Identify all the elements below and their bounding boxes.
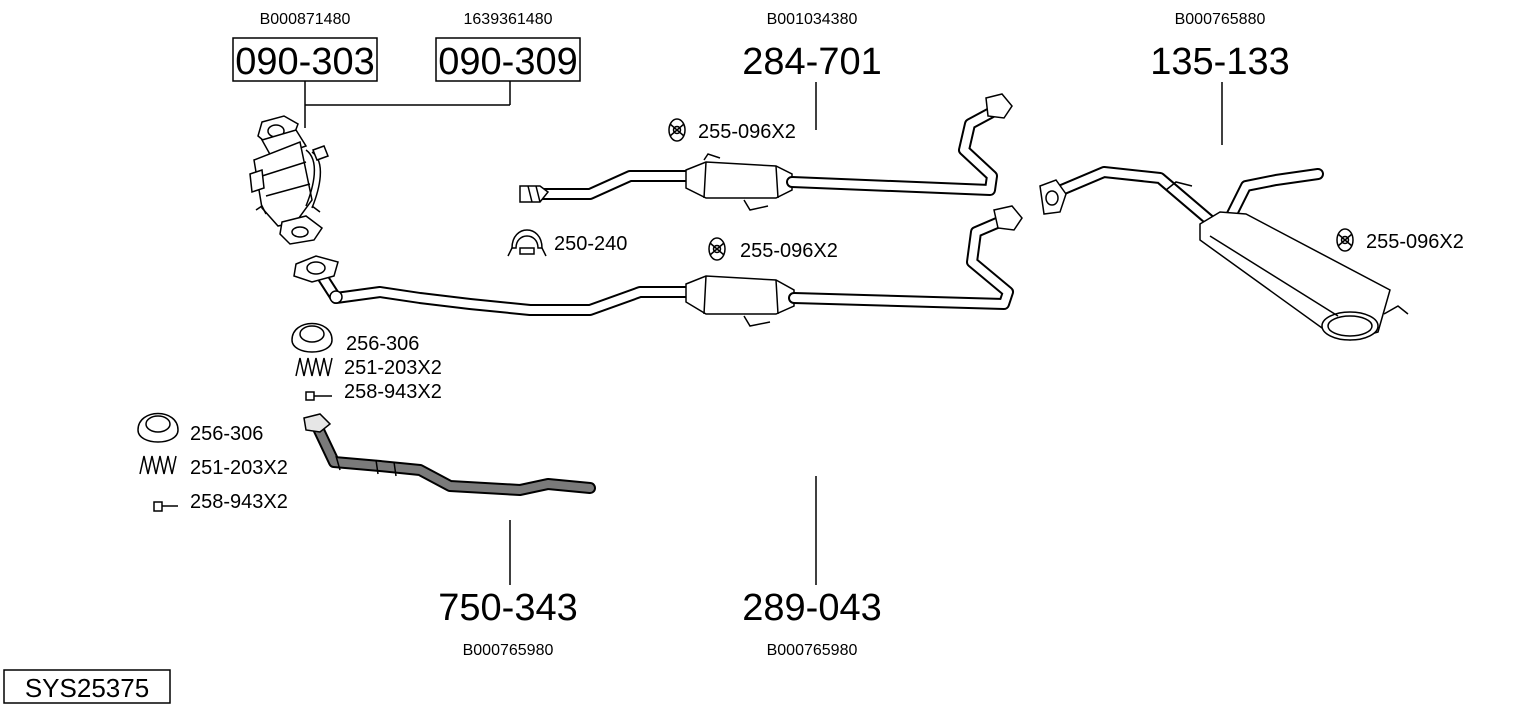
part-number-750-343[interactable]: 750-343 [438,587,577,629]
pipe-clamp-icon[interactable] [507,229,547,257]
ref-284-701: B001034380 [767,11,858,28]
bolt-icon[interactable] [305,391,332,401]
system-id: SYS25375 [25,673,149,703]
accessory-label-spring-b: 251-203X2 [190,457,288,479]
spring-icon[interactable] [295,357,333,377]
rubber-mount-icon[interactable] [1336,228,1354,252]
ref-090-303: B000871480 [260,11,351,28]
part-number-284-701[interactable]: 284-701 [742,41,881,83]
part-number-289-043[interactable]: 289-043 [742,587,881,629]
ref-135-133: B000765880 [1175,11,1266,28]
accessory-label-bolt-b: 258-943X2 [190,491,288,513]
front-pipe-750-343[interactable] [303,413,596,496]
accessory-label-bolt-a: 258-943X2 [344,381,442,403]
spring-icon[interactable] [139,455,177,475]
ref-750-343: B000765980 [463,642,554,659]
catalytic-converter-icon[interactable] [249,115,329,245]
bolt-icon[interactable] [153,501,178,512]
accessory-label-gasket-a: 256-306 [346,333,419,355]
part-number-090-303[interactable]: 090-303 [235,41,374,83]
accessory-label-mount-right: 255-096X2 [1366,231,1464,253]
mid-pipe-289-043[interactable] [293,205,1023,327]
accessory-label-gasket-b: 256-306 [190,423,263,445]
accessory-label-clamp: 250-240 [554,233,627,255]
gasket-icon[interactable] [137,412,179,443]
gasket-icon[interactable] [291,322,333,353]
accessory-label-mount-top: 255-096X2 [698,121,796,143]
rubber-mount-icon[interactable] [708,237,726,261]
rubber-mount-icon[interactable] [668,118,686,142]
accessory-label-spring-a: 251-203X2 [344,357,442,379]
accessory-label-mount-mid: 255-096X2 [740,240,838,262]
rear-silencer-135-133[interactable] [1039,166,1409,341]
resonator-pipe-284-701[interactable] [519,93,1013,211]
leader-lines [304,81,1223,585]
system-id-box [3,669,171,704]
part-number-090-309[interactable]: 090-309 [438,41,577,83]
ref-289-043: B000765980 [767,642,858,659]
ref-090-309: 1639361480 [464,11,553,28]
part-number-135-133[interactable]: 135-133 [1150,41,1289,83]
part-box-090-309 [435,37,581,82]
